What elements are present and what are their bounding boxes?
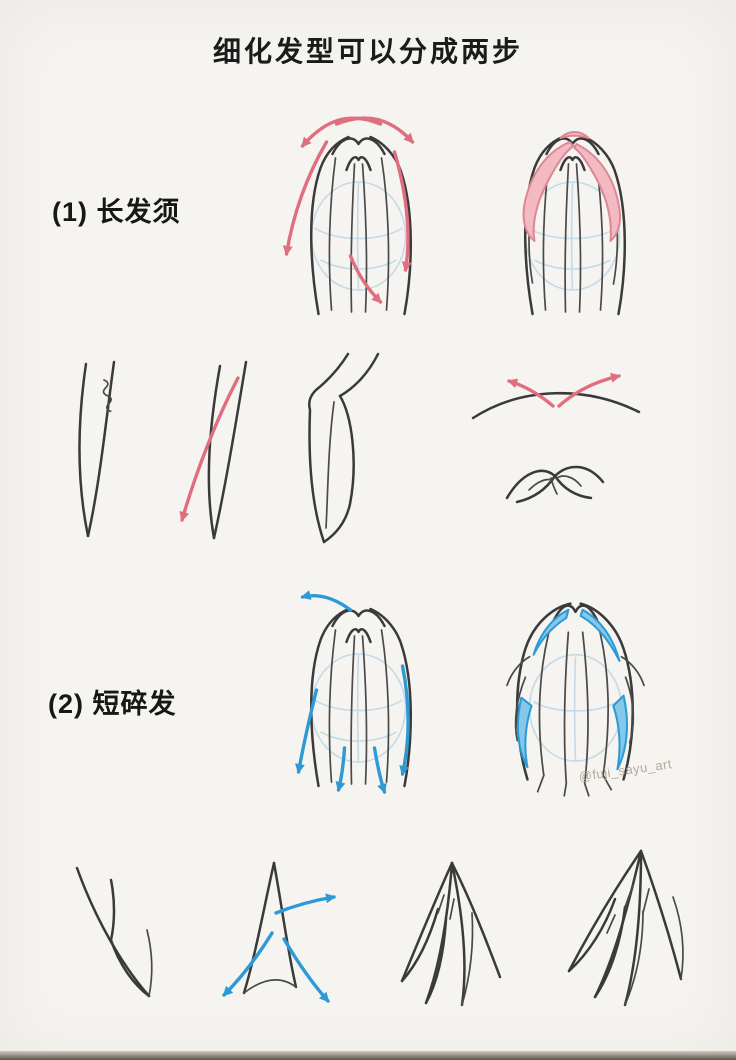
head-sketch-long-hair-result xyxy=(470,108,675,328)
tuft-sketch-simple xyxy=(55,860,175,1010)
tuft-sketch-full xyxy=(545,845,710,1020)
tuft-sketch-with-arrows xyxy=(200,855,350,1015)
step1-label: (1) 长发须 xyxy=(52,197,181,227)
strand-sketch-with-arrow xyxy=(158,360,268,545)
page-title: 细化发型可以分成两步 xyxy=(212,36,523,67)
step2-label: (2) 短碎发 xyxy=(48,689,177,719)
head-sketch-long-hair-arrows xyxy=(256,108,461,328)
strand-sketch-folded xyxy=(282,352,392,547)
tuft-sketch-layered xyxy=(380,855,520,1015)
head-sketch-short-hair-result xyxy=(468,575,683,805)
strand-sketch-arc-and-tuft xyxy=(455,360,655,525)
strand-sketch-single xyxy=(58,358,148,543)
head-sketch-short-hair-arrows xyxy=(256,580,461,800)
photo-bottom-edge xyxy=(0,1051,736,1060)
